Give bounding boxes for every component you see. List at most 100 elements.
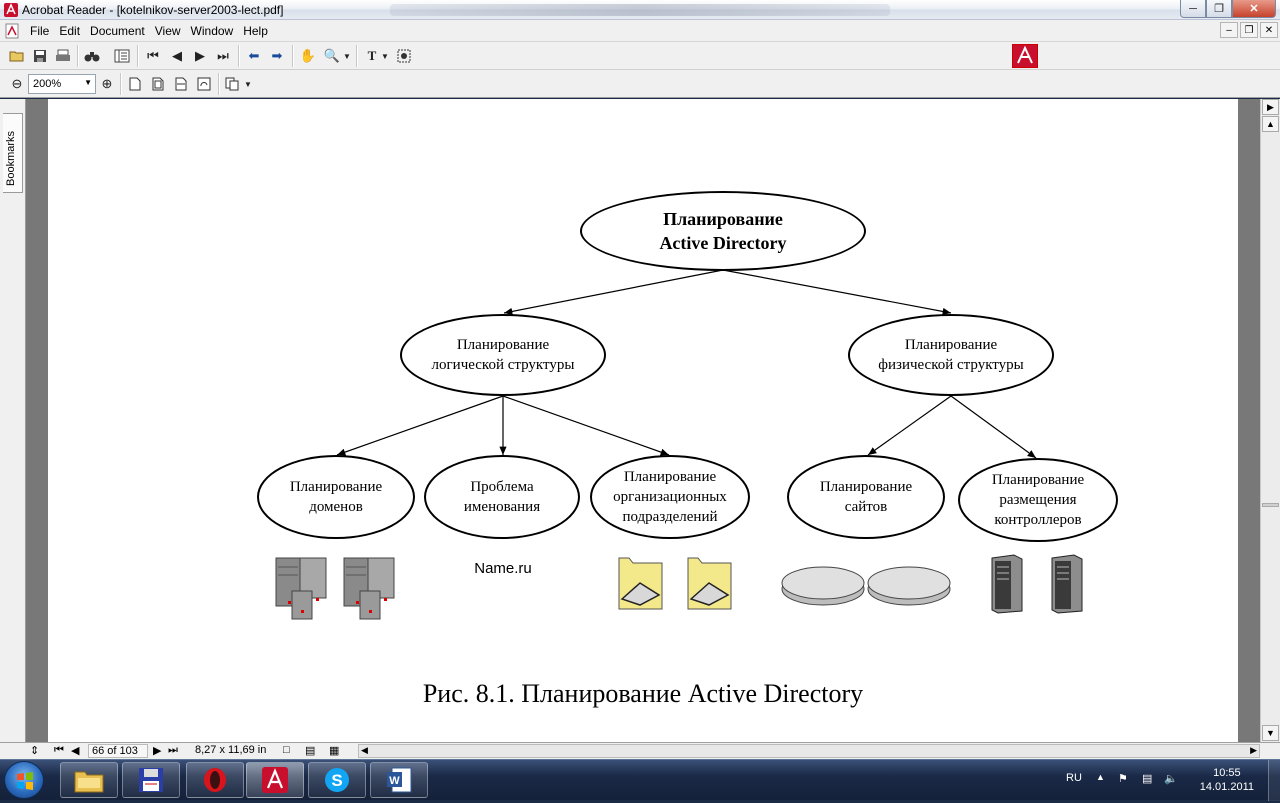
taskbar-explorer[interactable] bbox=[60, 762, 118, 798]
volume-icon[interactable]: 🔈 bbox=[1164, 773, 1178, 785]
edge-logical-domains bbox=[336, 395, 504, 456]
diagram-connectors bbox=[275, 269, 1083, 620]
status-first-page-icon[interactable]: ⏮ bbox=[54, 744, 64, 756]
print-icon[interactable] bbox=[53, 46, 73, 66]
server-cluster-icon bbox=[343, 557, 395, 620]
page-indicator: 66 of 103 bbox=[92, 745, 138, 757]
action-center-flag-icon[interactable]: ⚑ bbox=[1118, 773, 1128, 785]
previous-page-icon[interactable]: ◀ bbox=[172, 48, 182, 63]
next-view-icon[interactable]: ➡ bbox=[271, 48, 283, 63]
taskbar-floppy-app[interactable] bbox=[122, 762, 180, 798]
edge-physical-dc bbox=[950, 395, 1037, 459]
facing-layout-icon[interactable]: ▦ bbox=[329, 745, 340, 757]
status-last-page-icon[interactable]: ⏭ bbox=[168, 744, 178, 756]
expand-panel-arrow-icon[interactable]: ▶ bbox=[1262, 99, 1279, 115]
taskbar-opera[interactable] bbox=[186, 762, 244, 798]
page-layout-icon[interactable] bbox=[223, 74, 243, 94]
close-button[interactable]: ✕ bbox=[1232, 0, 1276, 18]
fit-page-icon[interactable] bbox=[148, 74, 168, 94]
vertical-scrollbar[interactable]: ▶ ▲ ▼ bbox=[1260, 99, 1280, 742]
hand-tool-icon[interactable]: ✋ bbox=[299, 48, 317, 63]
zoom-tool-icon[interactable]: 🔍 bbox=[323, 48, 341, 63]
taskbar-word[interactable]: W bbox=[370, 762, 428, 798]
show-hidden-icons-icon[interactable]: ▲ bbox=[1096, 772, 1105, 782]
doc-minimize-button[interactable]: – bbox=[1220, 22, 1238, 38]
page-layout-dropdown-icon[interactable]: ▼ bbox=[244, 79, 252, 89]
menu-help[interactable]: Help bbox=[243, 24, 268, 38]
text-select-dropdown-icon[interactable]: ▼ bbox=[381, 51, 389, 61]
scroll-down-arrow-icon[interactable]: ▼ bbox=[1262, 725, 1279, 741]
page-number-field[interactable]: 66 of 103 bbox=[88, 744, 148, 758]
menu-file[interactable]: File bbox=[30, 24, 50, 38]
next-page-icon[interactable]: ▶ bbox=[195, 48, 205, 63]
title-bar: Acrobat Reader - [kotelnikov-server2003-… bbox=[0, 0, 1280, 20]
background-window-title bbox=[390, 4, 890, 16]
scrollbar-thumb[interactable] bbox=[1262, 503, 1279, 507]
horizontal-scrollbar[interactable]: ◀ ▶ bbox=[358, 744, 1260, 758]
last-page-icon[interactable]: ⏭ bbox=[217, 48, 229, 63]
zoom-in-icon[interactable]: ⊕ bbox=[101, 76, 113, 91]
edge-physical-sites bbox=[867, 395, 952, 456]
folder-icon bbox=[618, 557, 663, 610]
clock-time: 10:55 bbox=[1213, 767, 1241, 779]
show-desktop-button[interactable] bbox=[1268, 760, 1280, 801]
minimize-button[interactable]: ─ bbox=[1180, 0, 1206, 18]
menu-document[interactable]: Document bbox=[90, 24, 145, 38]
show-hide-navigation-icon[interactable] bbox=[112, 46, 132, 66]
menu-edit[interactable]: Edit bbox=[59, 24, 81, 38]
status-next-page-icon[interactable]: ▶ bbox=[153, 745, 162, 757]
folder-icon bbox=[687, 557, 732, 610]
doc-close-button[interactable]: ✕ bbox=[1260, 22, 1278, 38]
scroll-left-arrow-icon[interactable]: ◀ bbox=[361, 745, 368, 755]
status-prev-page-icon[interactable]: ◀ bbox=[71, 745, 80, 757]
scroll-right-arrow-icon[interactable]: ▶ bbox=[1250, 745, 1257, 755]
network-icon[interactable]: ▤ bbox=[1142, 773, 1153, 785]
scroll-up-arrow-icon[interactable]: ▲ bbox=[1262, 116, 1279, 132]
taskbar-skype[interactable]: S bbox=[308, 762, 366, 798]
input-language-indicator[interactable]: RU bbox=[1066, 772, 1082, 784]
first-page-icon[interactable]: ⏮ bbox=[147, 48, 159, 63]
zoom-level-field[interactable]: 200% ▼ bbox=[28, 74, 96, 94]
skype-icon: S bbox=[325, 768, 349, 792]
maximize-button[interactable]: ❐ bbox=[1206, 0, 1232, 18]
rotate-view-icon[interactable] bbox=[194, 74, 214, 94]
taskbar-acrobat-reader[interactable] bbox=[246, 762, 304, 798]
snapshot-tool-icon[interactable] bbox=[394, 46, 414, 66]
fit-width-icon[interactable] bbox=[171, 74, 191, 94]
bookmarks-tab[interactable]: Bookmarks bbox=[3, 113, 23, 193]
tower-server-icon bbox=[991, 554, 1023, 614]
figure-caption: Рис. 8.1. Планирование Active Directory bbox=[422, 679, 864, 708]
zoom-out-icon[interactable]: ⊖ bbox=[11, 76, 23, 91]
acrobat-app-icon bbox=[4, 3, 18, 17]
edge-root-logical bbox=[503, 269, 724, 315]
continuous-layout-icon[interactable]: ▤ bbox=[305, 745, 316, 757]
open-icon[interactable] bbox=[7, 46, 27, 66]
menu-view[interactable]: View bbox=[154, 24, 181, 38]
zoom-tool-dropdown-icon[interactable]: ▼ bbox=[343, 51, 351, 61]
menu-window[interactable]: Window bbox=[190, 24, 234, 38]
folder-explorer-icon bbox=[74, 771, 104, 793]
search-binoculars-icon[interactable] bbox=[82, 46, 102, 66]
server-cluster-icon bbox=[275, 557, 327, 620]
previous-view-icon[interactable]: ⬅ bbox=[248, 48, 260, 63]
doc-restore-button[interactable]: ❐ bbox=[1240, 22, 1258, 38]
pdf-document-icon[interactable] bbox=[4, 23, 20, 39]
nav-toggle-icon[interactable]: ⇕ bbox=[30, 745, 40, 757]
bookmarks-tab-label: Bookmarks bbox=[5, 130, 17, 186]
zoom-dropdown-icon[interactable]: ▼ bbox=[84, 78, 92, 87]
system-clock[interactable]: 10:55 14.01.2011 bbox=[1200, 766, 1254, 794]
text-select-tool-icon[interactable]: T bbox=[367, 48, 377, 63]
windows-logo-icon bbox=[17, 772, 33, 790]
actual-size-icon[interactable] bbox=[125, 74, 145, 94]
page-gutter-left bbox=[26, 99, 48, 742]
edge-logical-ou bbox=[502, 395, 670, 456]
single-page-layout-icon[interactable]: □ bbox=[283, 744, 290, 756]
save-icon[interactable] bbox=[30, 46, 50, 66]
start-button[interactable] bbox=[4, 761, 44, 799]
